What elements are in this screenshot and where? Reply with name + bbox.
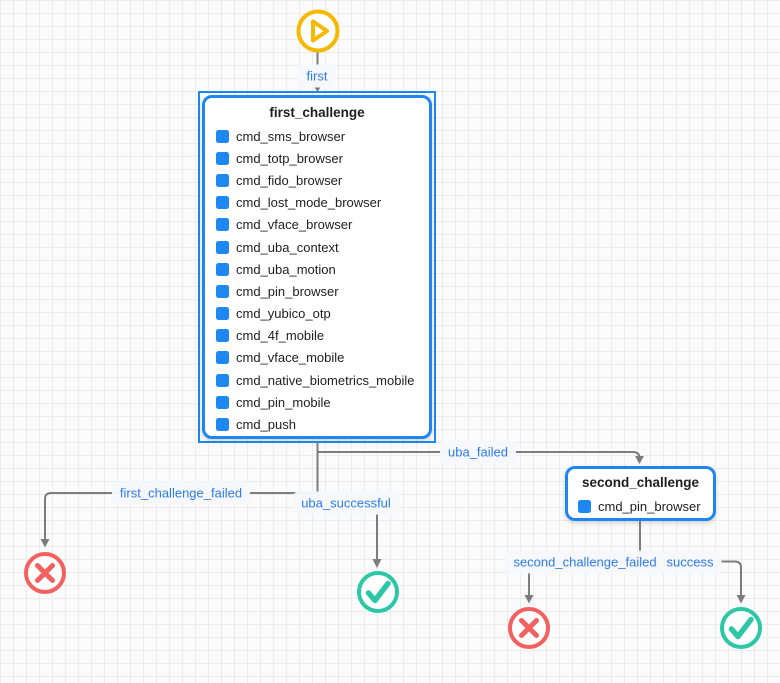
play-icon — [296, 9, 340, 53]
challenge-item: cmd_push — [205, 413, 429, 435]
command-label: cmd_push — [236, 417, 296, 433]
check-icon — [720, 607, 762, 649]
x-icon — [508, 607, 550, 649]
challenge-item: cmd_pin_browser — [568, 495, 713, 517]
challenge-item: cmd_native_biometrics_mobile — [205, 369, 429, 391]
edge-label-first[interactable]: first — [298, 64, 336, 88]
command-label: cmd_pin_mobile — [236, 394, 331, 410]
edge-label-uba-successful[interactable]: uba_successful — [293, 491, 399, 515]
challenge-item: cmd_yubico_otp — [205, 303, 429, 325]
node-second-challenge[interactable]: second_challenge cmd_pin_browser — [565, 466, 716, 521]
node-items: cmd_sms_browser cmd_totp_browser cmd_fido_… — [205, 125, 429, 436]
command-icon — [216, 240, 229, 254]
command-icon — [216, 196, 229, 210]
challenge-item: cmd_totp_browser — [205, 147, 429, 169]
command-label: cmd_sms_browser — [236, 128, 346, 144]
failure-node[interactable] — [21, 549, 69, 597]
command-label: cmd_pin_browser — [236, 283, 339, 299]
command-label: cmd_uba_context — [236, 239, 339, 255]
command-label: cmd_fido_browser — [236, 172, 343, 188]
failure-node[interactable] — [505, 604, 553, 652]
command-icon — [216, 329, 229, 343]
node-title: second_challenge — [581, 475, 700, 490]
command-icon — [216, 173, 229, 187]
edge-label-uba-failed[interactable]: uba_failed — [440, 440, 516, 464]
edge-label-first-challenge-failed[interactable]: first_challenge_failed — [111, 481, 251, 505]
challenge-item: cmd_uba_motion — [205, 258, 429, 280]
challenge-item: cmd_vface_browser — [205, 214, 429, 236]
edge-success[interactable] — [640, 560, 746, 604]
command-icon — [216, 151, 229, 165]
challenge-item: cmd_fido_browser — [205, 169, 429, 191]
command-icon — [216, 218, 229, 232]
command-label: cmd_4f_mobile — [236, 328, 325, 344]
command-label: cmd_vface_mobile — [236, 350, 345, 366]
challenge-item: cmd_vface_mobile — [205, 347, 429, 369]
challenge-item: cmd_4f_mobile — [205, 325, 429, 347]
edge-label-second-challenge-failed[interactable]: second_challenge_failed — [505, 550, 665, 574]
command-icon — [216, 373, 229, 387]
command-label: cmd_uba_motion — [236, 261, 336, 277]
challenge-item: cmd_uba_context — [205, 236, 429, 258]
command-icon — [216, 418, 229, 432]
start-node[interactable] — [294, 7, 342, 55]
node-title: first_challenge — [269, 105, 365, 120]
command-label: cmd_lost_mode_browser — [236, 195, 382, 211]
command-icon — [578, 499, 591, 513]
command-label: cmd_pin_browser — [598, 498, 701, 514]
command-label: cmd_totp_browser — [236, 150, 343, 166]
challenge-item: cmd_pin_browser — [205, 280, 429, 302]
command-label: cmd_vface_browser — [236, 217, 353, 233]
check-icon — [357, 571, 399, 613]
node-first-challenge[interactable]: first_challenge cmd_sms_browser cmd_totp_… — [202, 95, 432, 439]
success-node[interactable] — [354, 568, 402, 616]
edge-label-success[interactable]: success — [658, 550, 722, 574]
command-icon — [216, 129, 229, 143]
command-label: cmd_native_biometrics_mobile — [236, 372, 415, 388]
x-icon — [24, 552, 66, 594]
command-icon — [216, 351, 229, 365]
command-label: cmd_yubico_otp — [236, 306, 331, 322]
edge-uba-failed[interactable] — [317, 451, 645, 464]
command-icon — [216, 307, 229, 321]
success-node[interactable] — [717, 604, 765, 652]
edge-first-challenge-failed[interactable] — [40, 492, 318, 548]
command-icon — [216, 262, 229, 276]
command-icon — [216, 284, 229, 298]
challenge-item: cmd_sms_browser — [205, 125, 429, 147]
node-items: cmd_pin_browser — [568, 495, 713, 517]
challenge-item: cmd_pin_mobile — [205, 391, 429, 413]
selection-outline — [198, 91, 436, 443]
command-icon — [216, 395, 229, 409]
challenge-item: cmd_lost_mode_browser — [205, 192, 429, 214]
